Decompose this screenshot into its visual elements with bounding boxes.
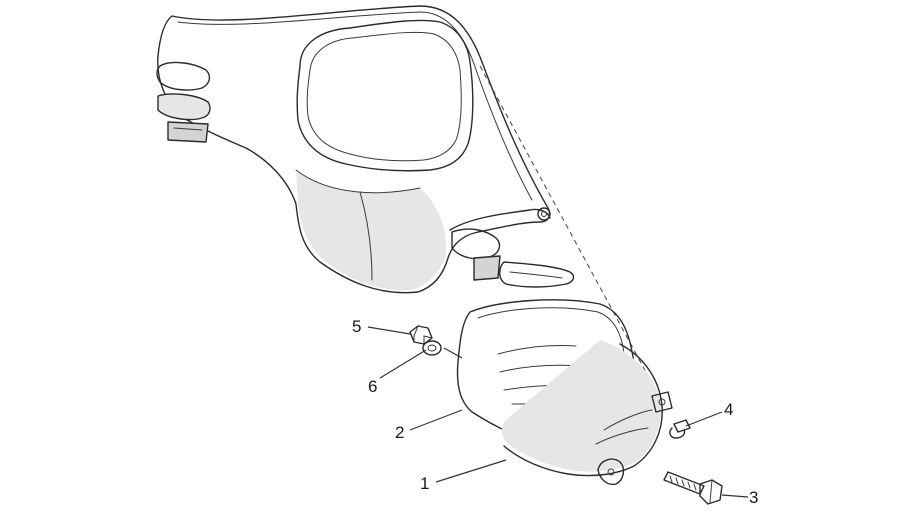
leader-lines bbox=[367, 326, 749, 498]
part-4-screw bbox=[651, 391, 691, 439]
callout-5: 5 bbox=[352, 317, 361, 336]
handlebar-cover bbox=[156, 5, 575, 294]
leader-4 bbox=[685, 411, 723, 427]
leader-6 bbox=[379, 349, 427, 379]
leader-2 bbox=[409, 409, 463, 431]
part-6-washer bbox=[422, 340, 442, 356]
callout-3: 3 bbox=[749, 488, 758, 507]
callout-labels: 1 2 3 4 5 6 bbox=[352, 317, 758, 507]
leader-6b bbox=[443, 347, 463, 359]
assembly-guide-line bbox=[479, 65, 661, 399]
leader-3 bbox=[721, 494, 749, 498]
callout-2: 2 bbox=[395, 423, 404, 442]
callout-6: 6 bbox=[368, 377, 377, 396]
part-3-bolt bbox=[663, 471, 723, 505]
callout-1: 1 bbox=[420, 474, 429, 493]
part-1-lower-housing bbox=[501, 340, 663, 486]
callout-4: 4 bbox=[724, 400, 733, 419]
leader-5 bbox=[367, 326, 411, 335]
leader-1 bbox=[435, 459, 507, 483]
part-5-nut bbox=[409, 325, 433, 345]
